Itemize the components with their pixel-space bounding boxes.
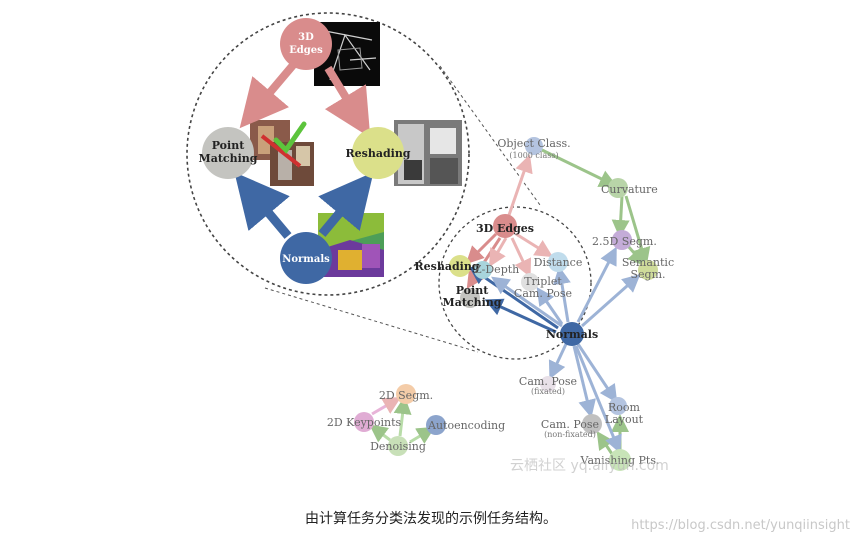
zoom-connector-bottom xyxy=(264,287,479,353)
label-campose-nonfixated-sub: (non-fixated) xyxy=(544,430,596,439)
arrow-curvature-semantic xyxy=(624,195,651,266)
arrow-denoising-seg2d xyxy=(393,396,412,437)
label-triplet-line2: Cam. Pose xyxy=(514,287,572,300)
arrow-normals-to-pointmatching xyxy=(234,172,292,239)
zoom-label-point-matching-line2: Matching xyxy=(199,152,258,165)
node-roomlayout xyxy=(609,397,627,415)
node-zdepth xyxy=(474,261,492,279)
arrow-edges-to-pointmatching xyxy=(239,61,298,129)
node-normals xyxy=(560,322,584,346)
node-campose-fixated xyxy=(540,376,556,392)
label-autoencoding: Autoencoding xyxy=(427,419,505,432)
arrow-normals-zdepth xyxy=(491,276,563,328)
zoom-view: 3D Edges Point Matching Reshading Normal… xyxy=(186,12,541,353)
node-vanishing xyxy=(609,449,631,471)
label-distance: Distance xyxy=(534,256,583,269)
arrow-denoising-keypoints xyxy=(369,424,391,443)
arrow-normals-semantic xyxy=(581,274,641,328)
node-denoising xyxy=(388,436,408,456)
label-semantic-line1: Semantic xyxy=(622,256,674,269)
label-roomlayout-line1: Room xyxy=(608,401,641,414)
arrow-curvature-seg25d xyxy=(611,195,630,238)
zoom-label-normals: Normals xyxy=(282,254,330,265)
label-denoising: Denoising xyxy=(370,440,426,453)
zoom-connector-top xyxy=(439,65,541,206)
label-seg25d: 2.5D Segm. xyxy=(592,235,657,248)
label-triplet-line1: Triplet xyxy=(524,275,562,288)
arrow-vanishing-campose xyxy=(596,431,615,455)
label-campose-fixated-sub: (fixated) xyxy=(531,387,565,396)
arrow-denoising-autoencoding xyxy=(409,426,436,444)
node-point-matching xyxy=(460,288,480,308)
node-object-class xyxy=(525,137,543,155)
arrow-keypoints-seg2d xyxy=(371,396,402,416)
node-seg2d xyxy=(396,384,416,404)
red-x-mark xyxy=(260,134,302,168)
reshading-thumbnail xyxy=(394,120,462,186)
zoom-circle xyxy=(186,12,470,296)
zoom-node-normals xyxy=(280,232,332,284)
label-keypoints2d: 2D Keypoints xyxy=(327,416,402,429)
inner-dashed-circle xyxy=(438,206,592,360)
arrow-normals-seg25d xyxy=(576,246,617,323)
zoom-label-edges3d-line2: Edges xyxy=(289,45,323,56)
arrow-normals-vanishing xyxy=(574,345,622,454)
site-watermark: https://blog.csdn.net/yunqiinsight xyxy=(631,518,850,533)
node-semantic xyxy=(638,260,658,280)
zoom-label-edges3d-line1: 3D xyxy=(298,32,314,43)
zoom-label-point-matching-line1: Point xyxy=(212,139,245,152)
label-zdepth: Z-Depth xyxy=(474,263,519,276)
node-triplet xyxy=(521,273,539,291)
zoom-node-point-matching xyxy=(202,127,254,179)
node-reshading xyxy=(449,255,471,277)
node-keypoints2d xyxy=(354,412,374,432)
label-point-matching-line2: Matching xyxy=(443,296,502,309)
node-campose-nonfixated xyxy=(582,414,602,434)
taskonomy-diagram: 3D Edges Point Matching Reshading Normal… xyxy=(186,12,674,471)
node-autoencoding xyxy=(426,415,446,435)
label-curvature: Curvature xyxy=(601,183,658,196)
task-graph: Object Class. (1000 class) Curvature 3D … xyxy=(414,137,674,471)
node-seg25d xyxy=(612,230,632,250)
label-roomlayout-line2: Layout xyxy=(605,413,644,426)
label-point-matching-line1: Point xyxy=(456,284,489,297)
label-object-class: Object Class. xyxy=(497,137,570,150)
node-edges3d xyxy=(493,214,517,238)
label-campose-nonfixated: Cam. Pose xyxy=(541,418,599,431)
arrow-edges-triplet xyxy=(510,237,532,278)
arrow-edges-to-reshading xyxy=(324,65,371,138)
arrow-objclass-curvature xyxy=(541,148,618,187)
label-vanishing: Vanishing Pts. xyxy=(580,454,660,467)
arrow-seg25d-semantic xyxy=(626,245,646,267)
label-edges3d: 3D Edges xyxy=(476,222,534,235)
yq-watermark: 云栖社区 yq.aliyun.com xyxy=(510,458,669,474)
arrow-normals-pointmatching xyxy=(484,298,557,334)
label-object-class-sub: (1000 class) xyxy=(509,151,558,160)
arrow-normals-to-reshading xyxy=(318,172,374,237)
arrow-normals-distance xyxy=(553,266,571,323)
arrow-normals-triplet xyxy=(536,287,564,325)
arrow-normals-campose-fixated xyxy=(548,343,568,380)
checkmark-icon xyxy=(273,121,307,154)
arrow-edges-reshading xyxy=(465,232,498,265)
label-reshading: Reshading xyxy=(414,260,479,273)
zoom-node-edges3d xyxy=(280,18,332,70)
arrow-edges-distance xyxy=(515,232,554,258)
arrow-edges-objclass xyxy=(506,154,533,219)
label-campose-fixated: Cam. Pose xyxy=(519,375,577,388)
label-normals: Normals xyxy=(546,328,598,341)
zoom-node-reshading xyxy=(352,127,404,179)
low-level-cluster: 2D Segm. 2D Keypoints Autoencoding Denoi… xyxy=(327,384,505,456)
arrow-edges-zdepth xyxy=(488,237,508,268)
label-semantic-line2: Segm. xyxy=(630,268,665,281)
node-distance xyxy=(548,252,568,272)
zoom-label-reshading: Reshading xyxy=(345,147,410,160)
arrow-normals-roomlayout xyxy=(576,343,618,403)
arrow-normals-reshading xyxy=(469,266,559,330)
node-curvature xyxy=(608,178,628,198)
label-seg2d: 2D Segm. xyxy=(379,389,433,402)
figure-caption: 由计算任务分类法发现的示例任务结构。 xyxy=(305,511,557,527)
arrow-normals-campose-nonfixated xyxy=(572,345,596,418)
